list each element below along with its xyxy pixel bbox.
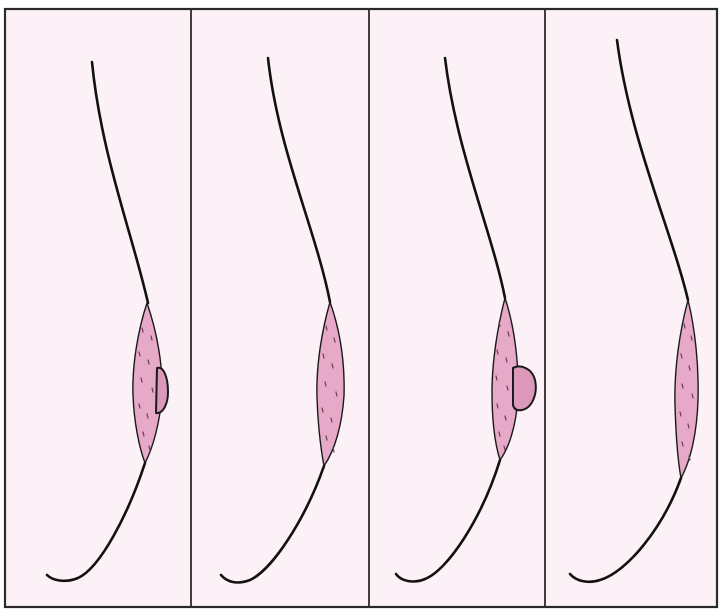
diagram-background [5,9,717,607]
nipple-shape [156,368,168,413]
